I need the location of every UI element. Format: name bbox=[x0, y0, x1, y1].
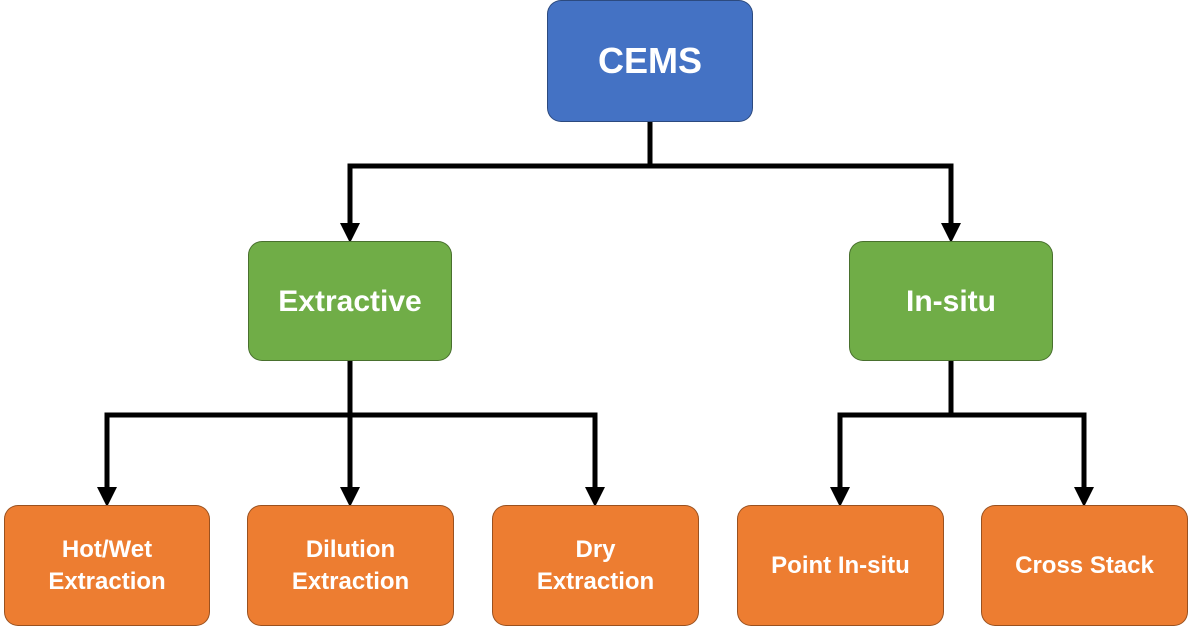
connector-root-to-extractive bbox=[340, 163, 650, 243]
node-dilution-line2: Extraction bbox=[291, 567, 410, 595]
connector-root-to-insitu bbox=[650, 163, 961, 243]
node-point-in-situ-label: Point In-situ bbox=[771, 551, 910, 579]
node-hot-wet-extraction: Hot/Wet Extraction bbox=[4, 505, 210, 626]
connector-insitu-to-point bbox=[830, 412, 951, 507]
node-cross-stack-label: Cross Stack bbox=[1015, 551, 1154, 579]
node-point-in-situ: Point In-situ bbox=[737, 505, 944, 626]
node-dilution-line1: Dilution bbox=[305, 536, 396, 564]
node-dry-extraction: Dry Extraction bbox=[492, 505, 699, 626]
node-dry-line2: Extraction bbox=[536, 567, 655, 595]
connector-extractive-to-dry bbox=[350, 412, 605, 507]
connector-extractive-to-hotwet bbox=[97, 412, 350, 507]
node-dilution-extraction: Dilution Extraction bbox=[247, 505, 454, 626]
node-extractive-label: Extractive bbox=[278, 284, 422, 318]
node-cems: CEMS bbox=[547, 0, 753, 122]
node-hot-wet-line2: Extraction bbox=[48, 567, 166, 595]
node-extractive: Extractive bbox=[248, 241, 452, 361]
node-dry-line1: Dry bbox=[575, 536, 616, 564]
node-cems-label: CEMS bbox=[597, 39, 702, 81]
node-cross-stack: Cross Stack bbox=[981, 505, 1188, 626]
node-in-situ-label: In-situ bbox=[906, 284, 996, 318]
node-hot-wet-line1: Hot/Wet bbox=[61, 536, 153, 564]
node-in-situ: In-situ bbox=[849, 241, 1053, 361]
connector-insitu-to-cross bbox=[951, 412, 1094, 507]
